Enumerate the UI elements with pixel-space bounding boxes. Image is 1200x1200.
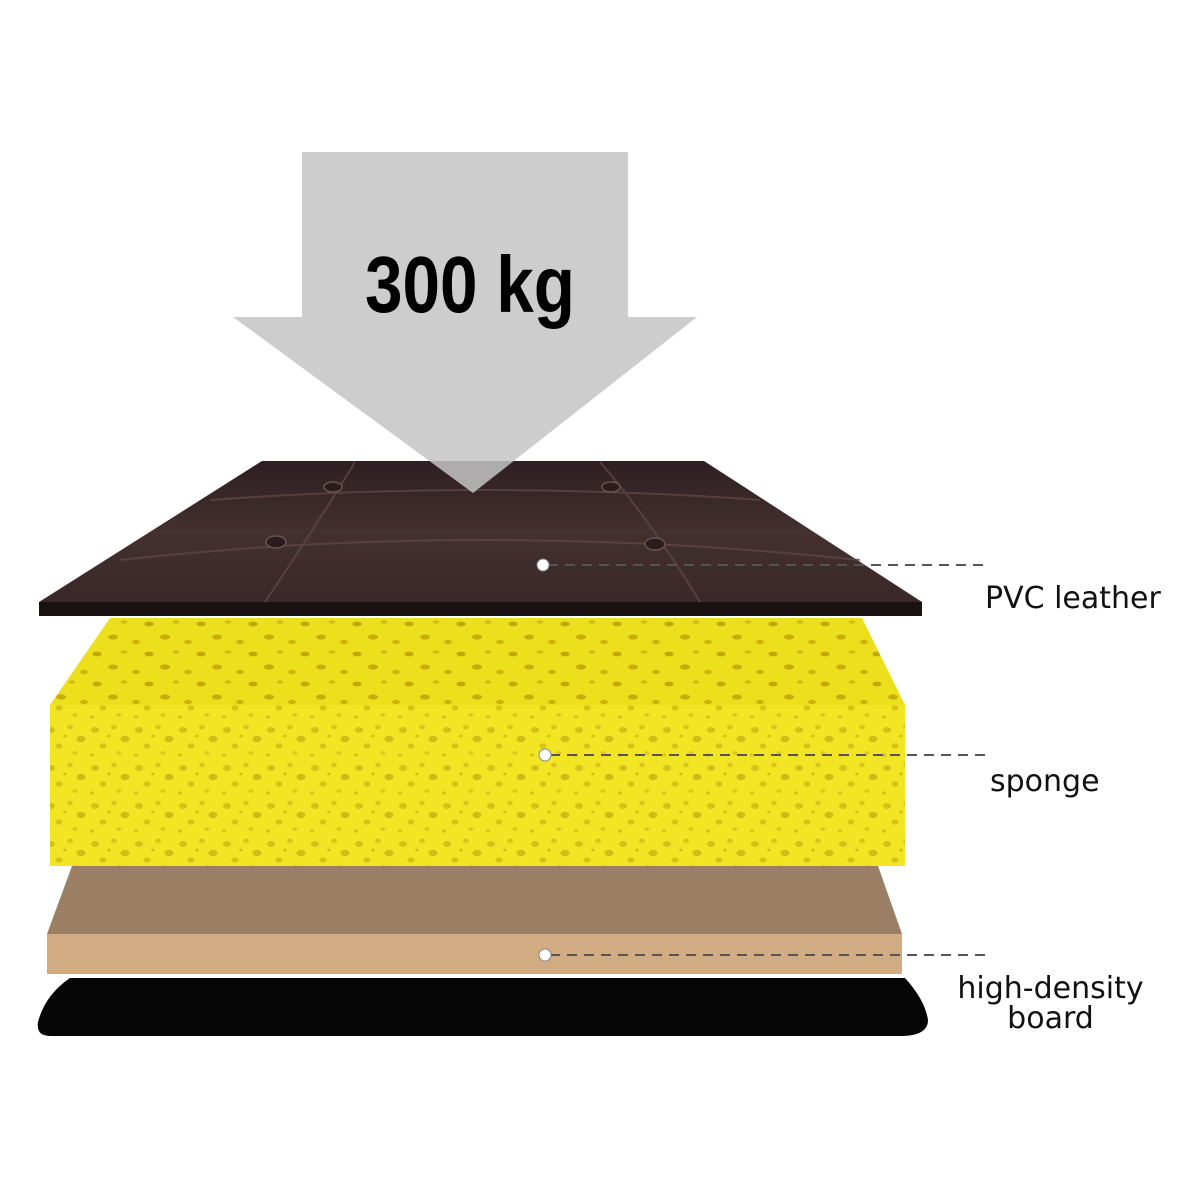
sponge-layer xyxy=(50,618,905,866)
weight-label: 300 kg xyxy=(365,240,575,329)
callout-marker xyxy=(539,749,551,761)
high-density-board-layer xyxy=(47,866,902,974)
label-high-density-board: high-density board xyxy=(948,974,1153,1034)
label-pvc-leather: PVC leather xyxy=(985,584,1161,614)
weight-arrow: 300 kg xyxy=(233,152,697,493)
label-sponge: sponge xyxy=(990,767,1100,797)
callout-marker xyxy=(537,559,549,571)
base-layer xyxy=(38,978,928,1036)
callout-marker xyxy=(539,949,551,961)
